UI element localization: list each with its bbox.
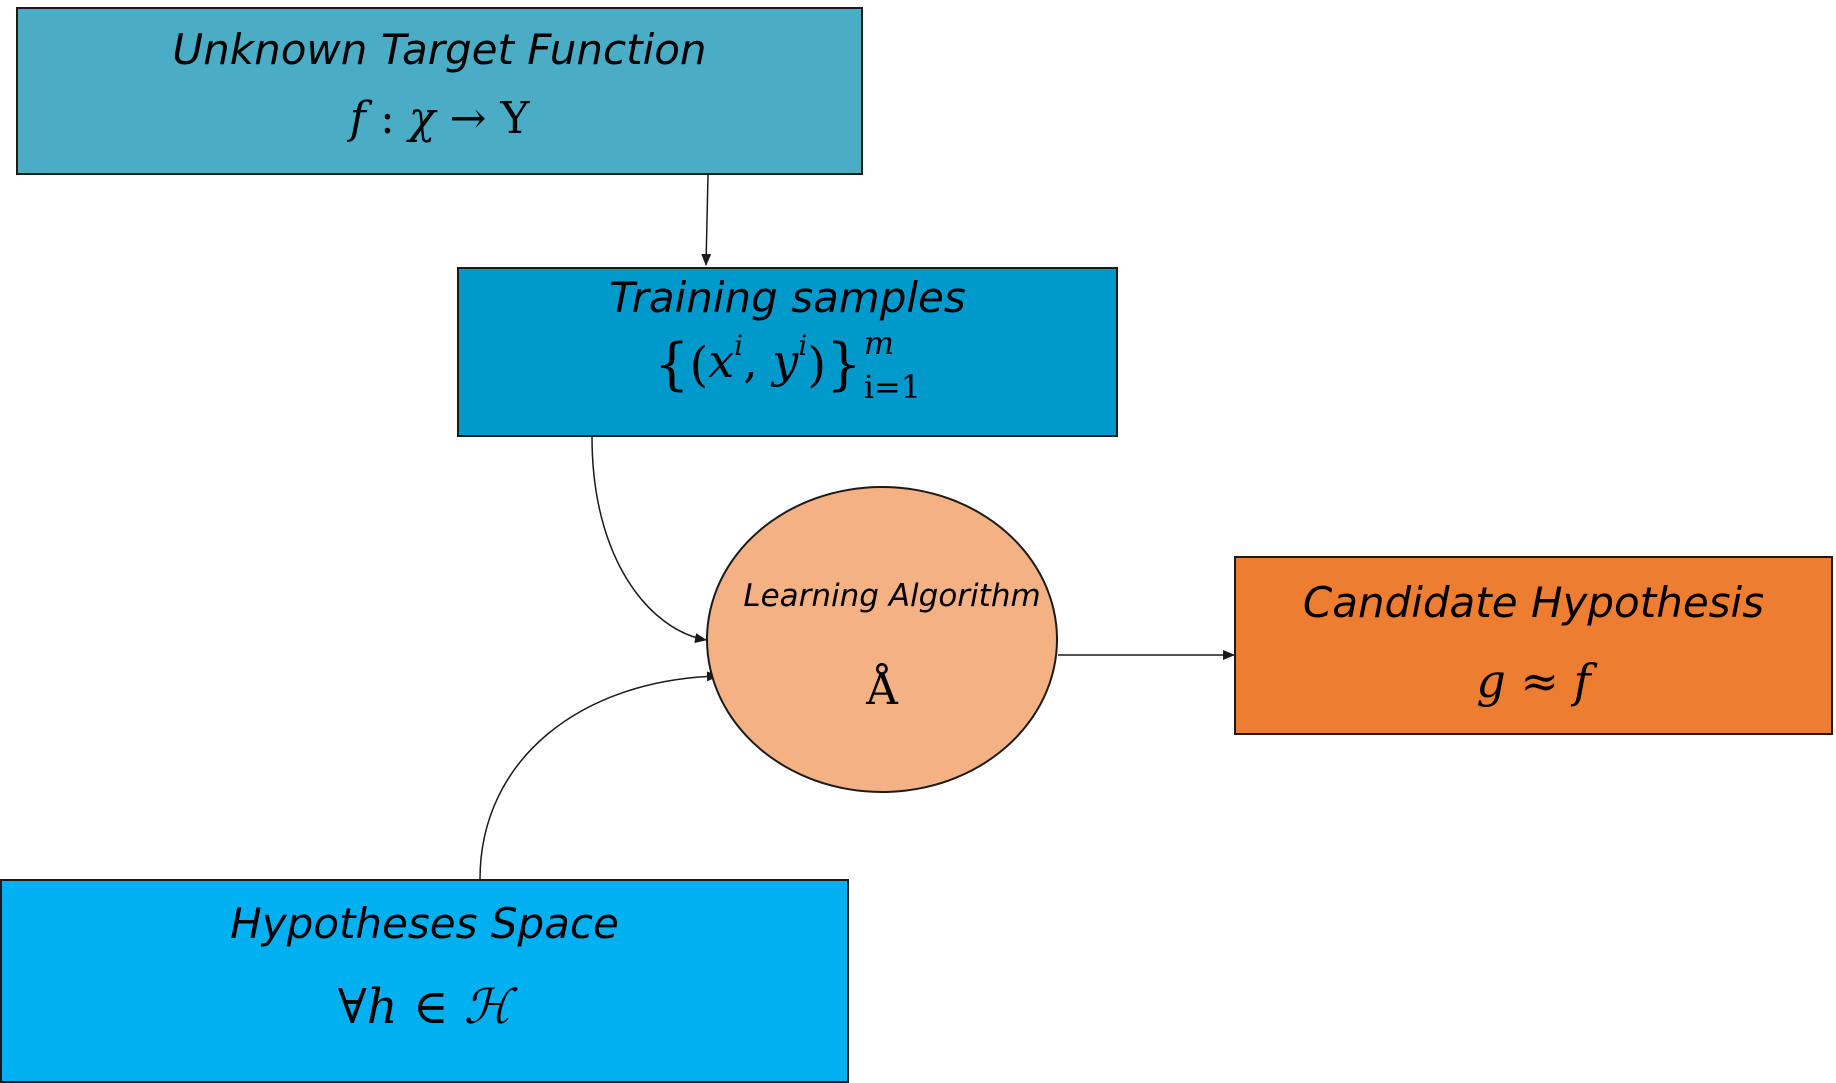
target-function-formula: f : χ → Υ (18, 93, 861, 144)
candidate-hypothesis-box: Candidate Hypothesis g ≈ f (1234, 556, 1833, 735)
formula-symbol-forall: ∀ (337, 979, 367, 1035)
formula-symbol-approx: ≈ (1520, 654, 1559, 708)
formula-symbol-arrow: → (449, 93, 487, 144)
formula-symbol-h: h (366, 979, 398, 1035)
edge-target-to-training (701, 174, 712, 266)
formula-symbol-g: g (1476, 654, 1506, 708)
edge-training-to-learning (591, 436, 707, 643)
formula-symbol-domain: χ (408, 93, 436, 144)
formula-symbol-set: ℋ (463, 979, 512, 1035)
target-function-title: Unknown Target Function (172, 25, 707, 74)
formula-close-brace: } (826, 332, 862, 398)
learning-algorithm-symbol: Å (866, 664, 898, 715)
formula-lower-limit: i=1 (863, 368, 922, 406)
hypotheses-space-title: Hypotheses Space (230, 899, 619, 948)
formula-comma: , (743, 334, 758, 388)
formula-sup-i: i (734, 329, 744, 362)
formula-symbol-x: x (708, 334, 735, 388)
formula-symbol-y: y (772, 334, 799, 388)
formula-limits: m i=1 (864, 327, 921, 403)
candidate-hypothesis-formula: g ≈ f (1236, 654, 1831, 708)
edge-hypspace-to-learning (479, 671, 719, 880)
learning-algorithm-node: Learning Algorithm Å (706, 486, 1058, 793)
formula-sup-i: i (798, 329, 808, 362)
formula-symbol-f: f (1573, 654, 1591, 708)
hypotheses-space-box: Hypotheses Space ∀h ∈ ℋ (0, 879, 849, 1083)
formula-upper-limit: m (863, 324, 895, 362)
formula-open-brace: { (653, 332, 690, 398)
training-samples-title: Training samples (609, 273, 966, 322)
formula-symbol-codomain: Υ (500, 93, 530, 144)
hypotheses-space-formula: ∀h ∈ ℋ (2, 979, 847, 1035)
candidate-hypothesis-title: Candidate Hypothesis (1302, 578, 1765, 627)
formula-open-paren: ( (689, 337, 709, 393)
target-function-box: Unknown Target Function f : χ → Υ (16, 7, 863, 175)
learning-algorithm-title: Learning Algorithm (743, 578, 1041, 614)
formula-close-paren: ) (807, 337, 827, 393)
formula-symbol-colon: : (379, 93, 395, 144)
formula-symbol-in: ∈ (412, 979, 449, 1035)
formula-symbol-f: f (349, 93, 366, 144)
